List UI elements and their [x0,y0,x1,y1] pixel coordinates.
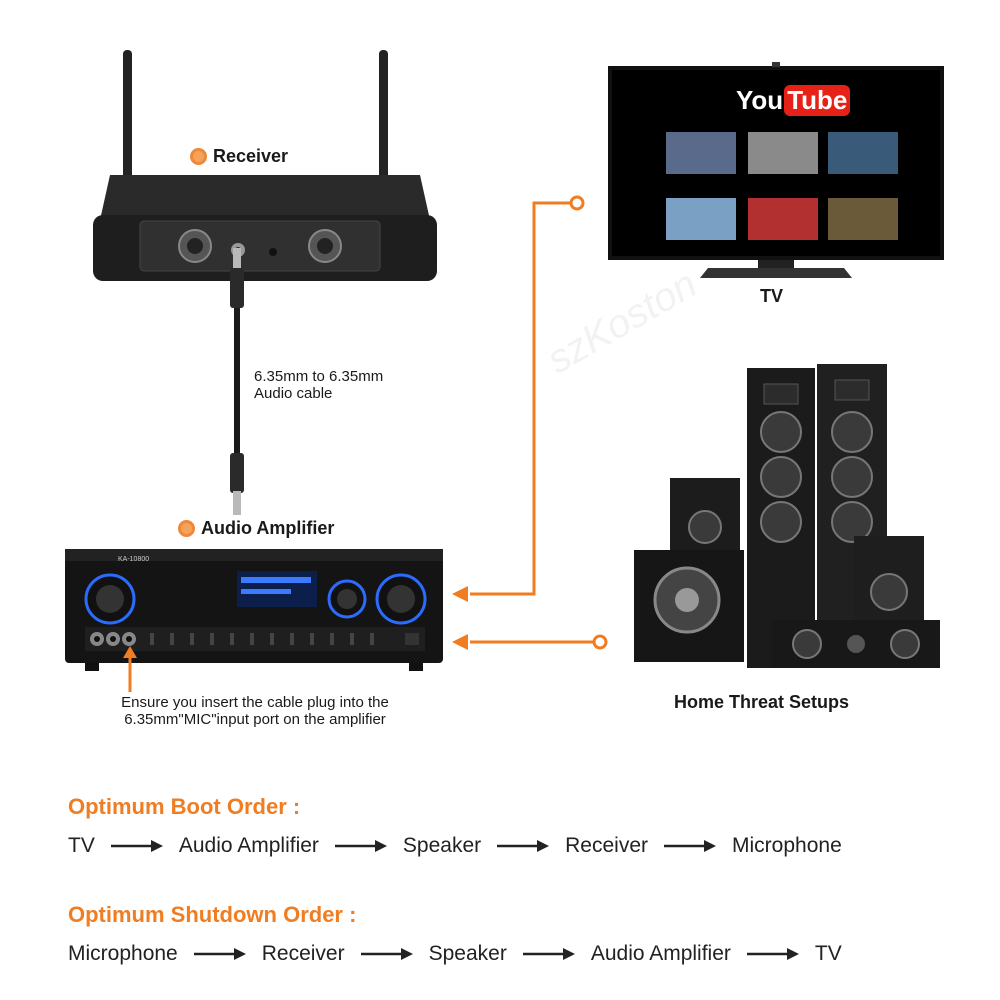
shutdown-step: Receiver [261,942,345,965]
arrow-right-icon [193,948,246,960]
youtube-logo: You Tube [736,85,851,116]
mic-port-arrow [123,646,137,692]
tv-label: TV [760,286,784,306]
shutdown-step: Audio Amplifier [590,942,731,965]
arrow-right-icon [497,840,550,852]
receiver-label: Receiver [190,146,288,167]
arrow-right-icon [746,948,799,960]
audio-cable-image [230,248,244,515]
amplifier-model-text: KA-10800 [118,556,150,563]
boot-step: Speaker [402,834,482,857]
boot-order-title: Optimum Boot Order : [68,794,301,819]
arrow-right-icon [110,840,163,852]
arrow-right-icon [522,948,575,960]
amplifier-dot-icon [178,520,195,537]
amplifier-image [65,549,443,671]
youtube-logo-you: You [736,85,784,115]
arrow-right-icon [664,840,717,852]
amplifier-note: Ensure you insert the cable plug into th… [70,694,440,728]
shutdown-step: TV [814,942,842,965]
shutdown-order-row: Microphone Receiver Speaker Audio Amplif… [68,942,948,966]
amplifier-label: Audio Amplifier [178,518,334,539]
shutdown-step: Speaker [428,942,507,965]
shutdown-order-title: Optimum Shutdown Order : [68,902,357,927]
speakers-to-amplifier-connector [452,634,608,650]
amplifier-label-text: Audio Amplifier [201,518,335,538]
boot-step: TV [68,834,95,857]
amplifier-note-line1: Ensure you insert the cable plug into th… [121,694,389,711]
arrow-right-icon [360,948,413,960]
speakers-label: Home Threat Setups [674,692,850,712]
amplifier-note-line2: 6.35mm"MIC"input port on the amplifier [124,711,386,728]
youtube-logo-tube: Tube [784,85,851,116]
boot-step: Microphone [732,834,842,857]
boot-step: Audio Amplifier [178,834,319,857]
boot-order-row: TV Audio Amplifier Speaker Receiver Micr… [68,834,948,858]
shutdown-step: Microphone [68,942,178,965]
receiver-image [93,50,437,281]
speakers-image [634,364,940,668]
arrow-right-icon [334,840,387,852]
tv-to-amplifier-connector [452,195,585,602]
cable-note-line1: 6.35mm to 6.35mm [254,368,384,385]
receiver-label-text: Receiver [213,146,289,166]
tv-image [608,62,944,278]
boot-step: Receiver [565,834,649,857]
receiver-dot-icon [190,148,207,165]
cable-note-line2: Audio cable [254,385,333,402]
cable-note: 6.35mm to 6.35mm Audio cable [254,368,383,402]
